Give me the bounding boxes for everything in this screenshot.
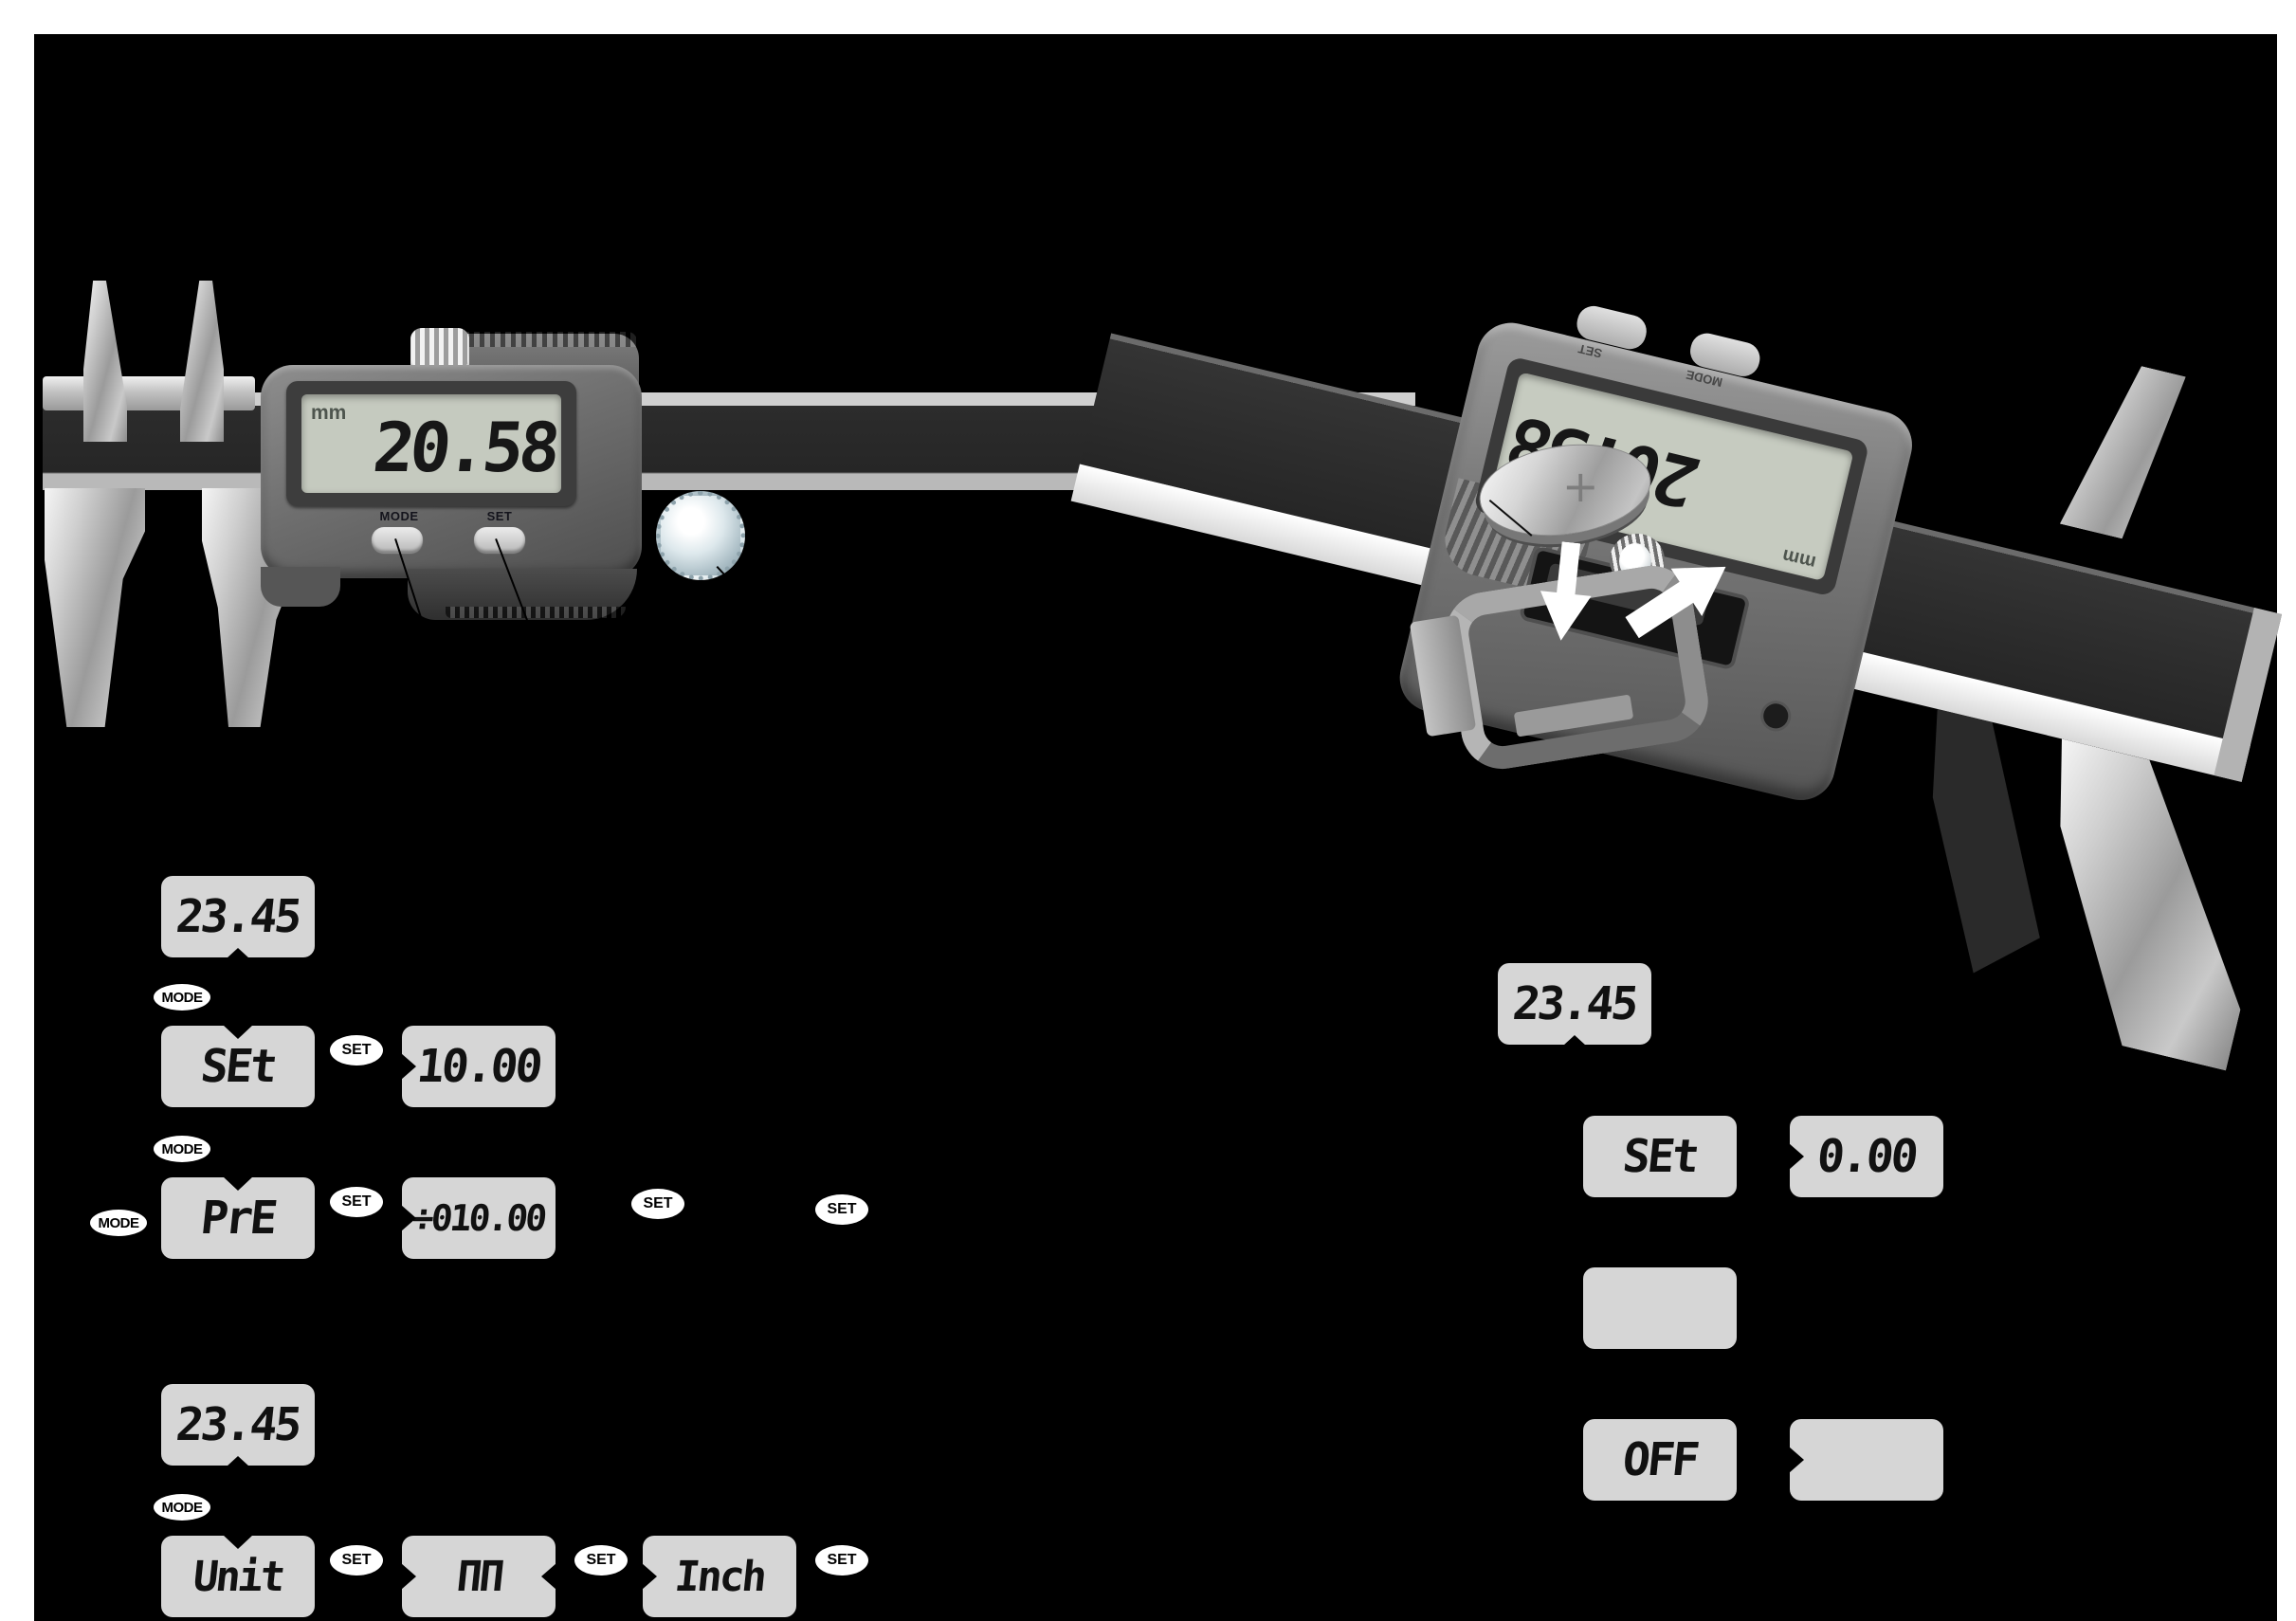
display-text: 23.45 bbox=[173, 890, 302, 943]
mode-badge: MODE bbox=[154, 1136, 210, 1162]
page-margin-right bbox=[2277, 0, 2296, 1621]
slider-grip-teeth bbox=[438, 332, 637, 347]
display-preset-mode: PrE bbox=[161, 1176, 315, 1259]
arrow-notch bbox=[401, 1053, 416, 1080]
display-unit-mode: Unit bbox=[161, 1535, 315, 1617]
display-text: 0.00 bbox=[1814, 1130, 1919, 1183]
battery-view-jaw-upper bbox=[2046, 353, 2224, 554]
display-text: PrE bbox=[198, 1192, 278, 1245]
display-text: Unit bbox=[191, 1552, 285, 1601]
battery-view-jaw-lower bbox=[1995, 738, 2292, 1070]
display-current-value: 23.45 bbox=[1498, 963, 1651, 1046]
display-zeroed-value: 0.00 bbox=[1789, 1116, 1943, 1197]
arrow-notch bbox=[223, 1176, 253, 1191]
arrow-notch bbox=[642, 1563, 657, 1590]
mode-badge: MODE bbox=[154, 984, 210, 1011]
lcd-screen bbox=[301, 394, 561, 493]
display-text: ΠΠ bbox=[453, 1552, 504, 1601]
set-badge: SET bbox=[815, 1545, 868, 1575]
arrow-notch bbox=[401, 1205, 416, 1231]
inside-jaw-sliding bbox=[180, 281, 224, 442]
display-text: SEt bbox=[198, 1040, 278, 1093]
display-inch-unit: Inch bbox=[642, 1536, 796, 1617]
battery-view-lcd-unit: mm bbox=[1780, 544, 1818, 574]
display-text: SEt bbox=[1620, 1130, 1700, 1183]
lcd-unit-label: mm bbox=[311, 402, 347, 424]
set-badge: SET bbox=[330, 1187, 383, 1217]
set-badge: SET bbox=[631, 1189, 684, 1219]
thumb-roller bbox=[656, 491, 745, 580]
inside-jaw-fixed bbox=[83, 281, 127, 442]
arrow-notch bbox=[1789, 1143, 1804, 1170]
arrow-notch bbox=[541, 1563, 556, 1590]
display-off: OFF bbox=[1583, 1419, 1737, 1501]
battery-plus-mark: + bbox=[1562, 461, 1599, 512]
lcd-measurement-value: 20.58 bbox=[369, 408, 560, 487]
display-zero-value: 10.00 bbox=[401, 1026, 556, 1107]
set-badge: SET bbox=[330, 1545, 383, 1575]
arrow-notch bbox=[227, 1456, 249, 1466]
set-badge: SET bbox=[574, 1545, 628, 1575]
display-blank-after-off bbox=[1789, 1419, 1943, 1501]
slider-lower-grip-teeth bbox=[446, 607, 626, 618]
arrow-notch bbox=[227, 948, 249, 958]
set-badge: SET bbox=[330, 1035, 383, 1065]
display-text: 23.45 bbox=[173, 1398, 302, 1451]
display-current-value: 23.45 bbox=[161, 876, 315, 958]
mode-button-label: MODE bbox=[379, 509, 419, 523]
display-mm-unit: ΠΠ bbox=[401, 1536, 556, 1617]
outside-jaw-fixed bbox=[45, 488, 145, 727]
slider-foot bbox=[261, 567, 340, 607]
mode-badge: MODE bbox=[90, 1210, 147, 1236]
display-text: 10.00 bbox=[414, 1040, 543, 1093]
set-badge: SET bbox=[815, 1194, 868, 1225]
set-button-label: SET bbox=[486, 509, 513, 523]
display-current-value: 23.45 bbox=[161, 1384, 315, 1466]
display-preset-value: ÷010.00 bbox=[401, 1177, 556, 1259]
display-set-mode: SEt bbox=[161, 1025, 315, 1107]
mode-badge: MODE bbox=[154, 1494, 210, 1521]
battery-cap-ring-highlight bbox=[1619, 543, 1651, 579]
display-text: OFF bbox=[1620, 1433, 1700, 1486]
arrow-notch bbox=[223, 1025, 253, 1039]
arrow-notch bbox=[223, 1535, 253, 1549]
display-text: Inch bbox=[672, 1552, 767, 1601]
display-text: 23.45 bbox=[1510, 977, 1639, 1030]
thumb-roller-callout-line bbox=[716, 566, 767, 620]
page-margin-left bbox=[0, 0, 34, 1621]
display-blank bbox=[1583, 1267, 1737, 1349]
arrow-notch bbox=[1563, 1035, 1586, 1046]
display-set-mode: SEt bbox=[1583, 1116, 1737, 1197]
arrow-notch bbox=[401, 1563, 416, 1590]
page-margin-top bbox=[0, 0, 2296, 34]
arrow-notch bbox=[1789, 1447, 1804, 1473]
display-text: ÷010.00 bbox=[410, 1197, 547, 1239]
